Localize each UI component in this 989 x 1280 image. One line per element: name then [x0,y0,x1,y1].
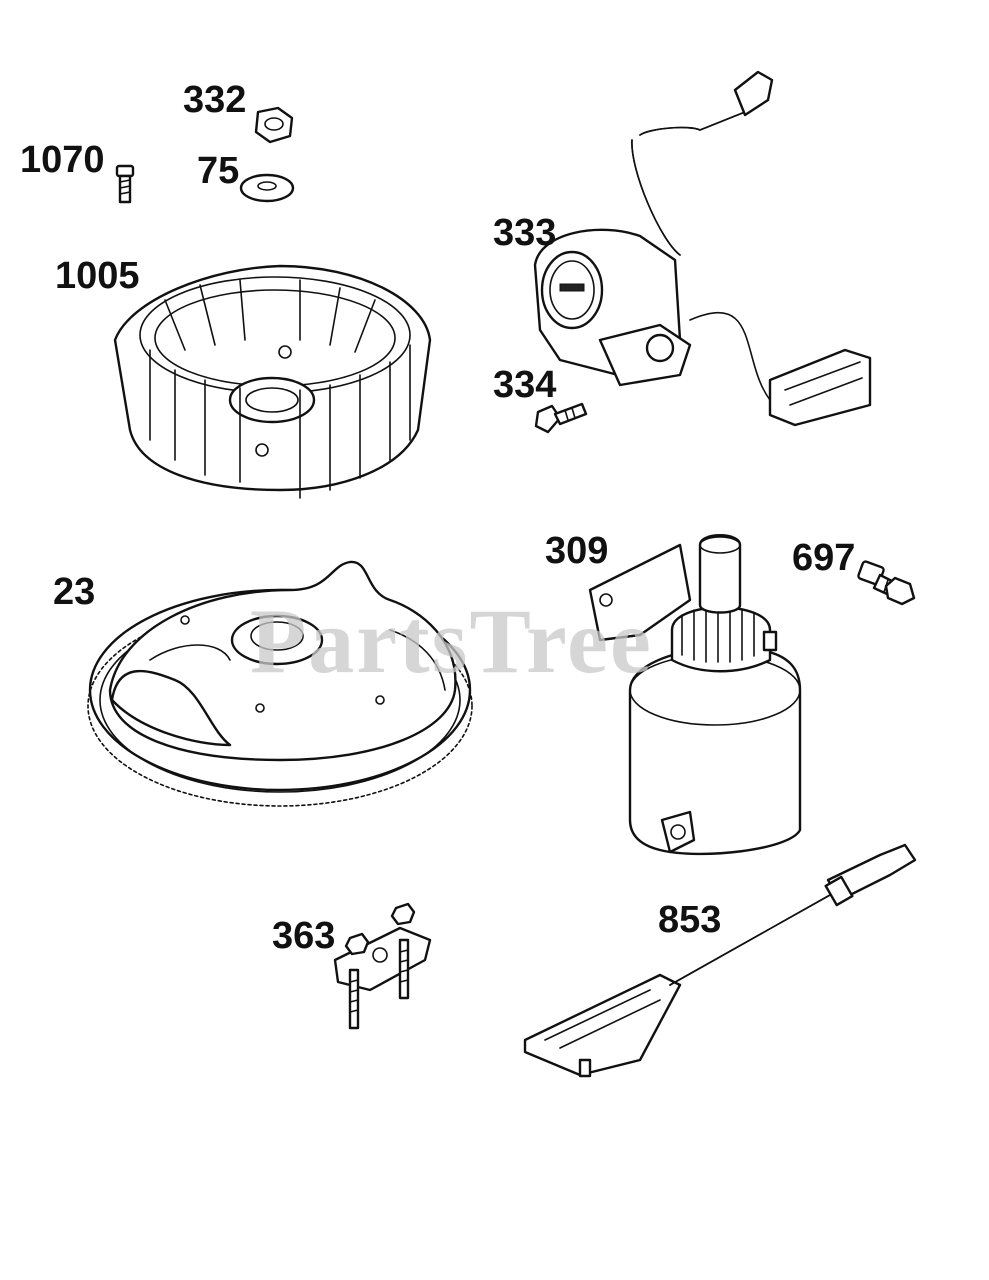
callout-697: 697 [792,537,855,579]
part-333-ignition-coil[interactable] [533,70,872,427]
callout-1070: 1070 [20,139,105,181]
part-334-screw[interactable] [534,402,588,434]
callout-309: 309 [545,530,608,572]
callout-1005: 1005 [55,255,140,297]
part-309-starter-motor[interactable] [588,534,802,856]
part-697-bolt[interactable] [857,560,916,606]
callout-332: 332 [183,79,246,121]
callout-363: 363 [272,915,335,957]
part-332-hex-nut[interactable] [254,106,294,144]
part-1005-fan[interactable] [113,264,432,499]
watermark-text: PartsTree [250,590,653,692]
part-853-cable[interactable] [523,843,917,1078]
callout-23: 23 [53,571,95,613]
part-1070-bolt[interactable] [115,164,135,204]
callout-75: 75 [197,150,239,192]
callout-853: 853 [658,899,721,941]
part-363-bracket[interactable] [333,902,432,1030]
callout-333: 333 [493,212,556,254]
part-23-flywheel[interactable] [87,560,473,807]
callout-334: 334 [493,364,556,406]
part-75-washer[interactable] [239,173,295,203]
